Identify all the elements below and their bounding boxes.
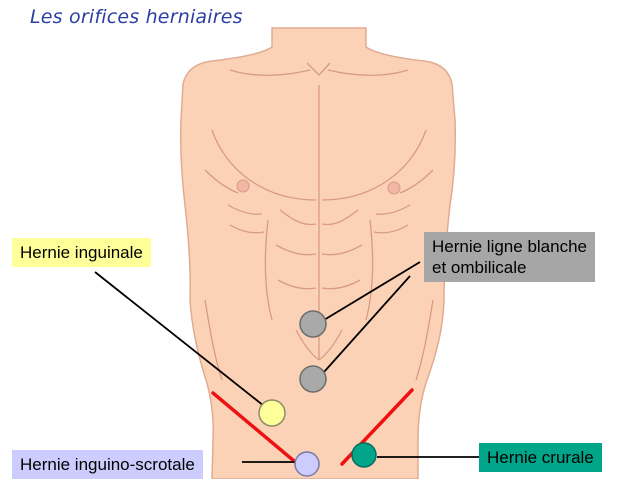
- label-hernie-crurale: Hernie crurale: [479, 443, 602, 472]
- marker-ombilicale: [300, 311, 326, 337]
- left-nipple: [237, 180, 249, 192]
- label-hernie-ligne-blanche-line1: Hernie ligne blanche: [432, 236, 587, 257]
- label-hernie-crurale-text: Hernie crurale: [487, 448, 594, 467]
- torso-body: [181, 28, 456, 479]
- label-hernie-inguinale-text: Hernie inguinale: [20, 243, 143, 262]
- label-hernie-ligne-blanche: Hernie ligne blanche et ombilicale: [424, 232, 595, 282]
- label-hernie-inguino-scrotale: Hernie inguino-scrotale: [12, 450, 203, 479]
- label-hernie-ligne-blanche-line2: et ombilicale: [432, 257, 587, 278]
- marker-ligne-blanche: [300, 366, 326, 392]
- label-hernie-inguinale: Hernie inguinale: [12, 238, 151, 267]
- diagram-title: Les orifices herniaires: [30, 6, 243, 28]
- right-nipple: [388, 182, 400, 194]
- marker-inguinale: [259, 400, 285, 426]
- marker-crurale: [352, 443, 376, 467]
- marker-inguino-scrotale: [295, 452, 319, 476]
- label-hernie-inguino-scrotale-text: Hernie inguino-scrotale: [20, 455, 195, 474]
